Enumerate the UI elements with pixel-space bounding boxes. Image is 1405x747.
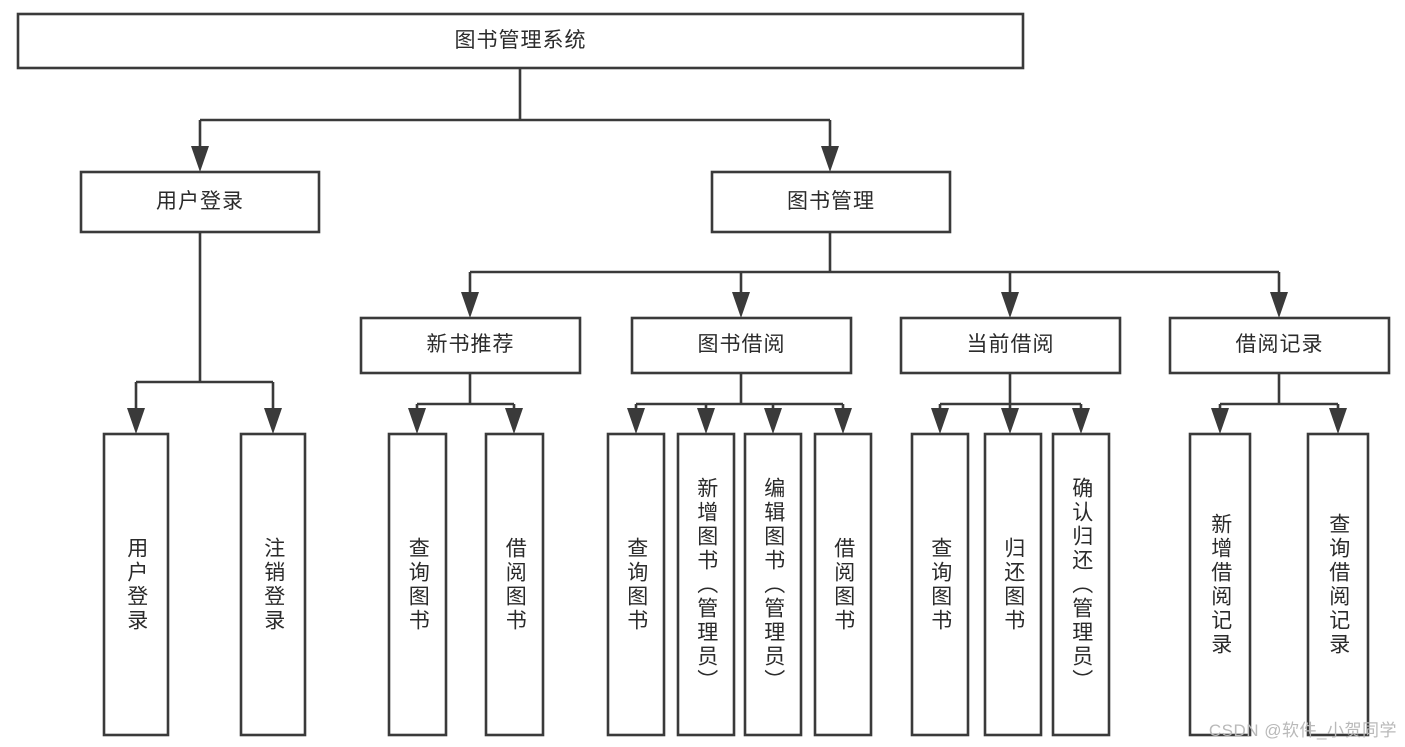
arrow-head-icon [1270,292,1288,318]
connector-book-borrow-to-leaves [627,373,852,434]
node-box-leaf-user-login[interactable] [102,432,170,737]
node-box-leaf-return-book[interactable] [983,432,1043,737]
node-box-leaf-borrow-book-2[interactable] [813,432,873,737]
arrow-head-icon [461,292,479,318]
arrow-head-icon [505,408,523,434]
arrow-head-icon [1211,408,1229,434]
arrow-head-icon [1001,292,1019,318]
arrow-head-icon [764,408,782,434]
node-box-current-borrow[interactable] [899,316,1122,375]
node-box-user-login[interactable] [79,170,321,234]
node-box-leaf-add-record[interactable] [1188,432,1252,737]
node-box-leaf-confirm-return[interactable] [1051,432,1111,737]
node-box-leaf-borrow-book-1[interactable] [484,432,545,737]
connector-current-borrow-to-leaves [931,373,1090,434]
connector-new-book-recommend-to-leaves [408,373,523,434]
node-box-book-manage[interactable] [710,170,952,234]
node-box-leaf-query-record[interactable] [1306,432,1370,737]
arrow-head-icon [127,408,145,434]
node-box-leaf-query-book-3[interactable] [910,432,970,737]
node-box-leaf-query-book-2[interactable] [606,432,666,737]
node-box-leaf-user-logout[interactable] [239,432,307,737]
node-box-book-borrow[interactable] [630,316,853,375]
node-box-root[interactable] [16,12,1025,70]
connector-borrow-record-to-leaves [1211,373,1347,434]
connector-root-to-level1 [191,68,839,172]
watermark-text: CSDN @软件_小贺同学 [1208,721,1397,740]
node-box-new-book-recommend[interactable] [359,316,582,375]
connector-book-manage-to-level2 [461,232,1288,318]
arrow-head-icon [191,146,209,172]
arrow-head-icon [408,408,426,434]
arrow-head-icon [264,408,282,434]
arrow-head-icon [697,408,715,434]
node-box-leaf-add-book[interactable] [676,432,736,737]
arrow-head-icon [834,408,852,434]
node-box-leaf-edit-book[interactable] [743,432,803,737]
arrow-head-icon [627,408,645,434]
arrow-head-icon [821,146,839,172]
arrow-head-icon [1001,408,1019,434]
node-box-leaf-query-book-1[interactable] [387,432,448,737]
arrow-head-icon [931,408,949,434]
node-box-borrow-record[interactable] [1168,316,1391,375]
connector-user-login-to-leaves [127,232,282,434]
arrow-head-icon [1072,408,1090,434]
arrow-head-icon [732,292,750,318]
arrow-head-icon [1329,408,1347,434]
